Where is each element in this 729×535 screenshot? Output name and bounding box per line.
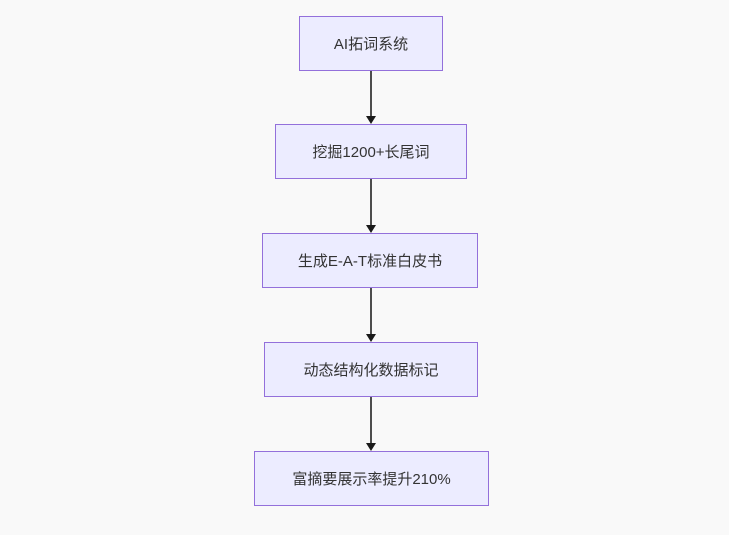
flow-node-eat-whitepaper: 生成E-A-T标准白皮书: [262, 233, 478, 288]
arrow-down-connector: [366, 397, 376, 451]
flow-node-rich-snippet-result: 富摘要展示率提升210%: [254, 451, 489, 506]
flow-node-ai-word-expansion: AI拓词系统: [299, 16, 443, 71]
flow-node-label: AI拓词系统: [333, 36, 409, 53]
arrow-down-connector: [366, 71, 376, 124]
flow-node-label: 富摘要展示率提升210%: [292, 471, 451, 488]
arrow-down-connector: [366, 179, 376, 233]
arrow-down-connector: [366, 288, 376, 342]
flow-node-structured-data-markup: 动态结构化数据标记: [264, 342, 478, 397]
flow-node-label: 挖掘1200+长尾词: [312, 144, 430, 161]
flow-node-longtail-mining: 挖掘1200+长尾词: [275, 124, 467, 179]
flow-node-label: 生成E-A-T标准白皮书: [297, 253, 443, 270]
flow-node-label: 动态结构化数据标记: [303, 362, 439, 379]
